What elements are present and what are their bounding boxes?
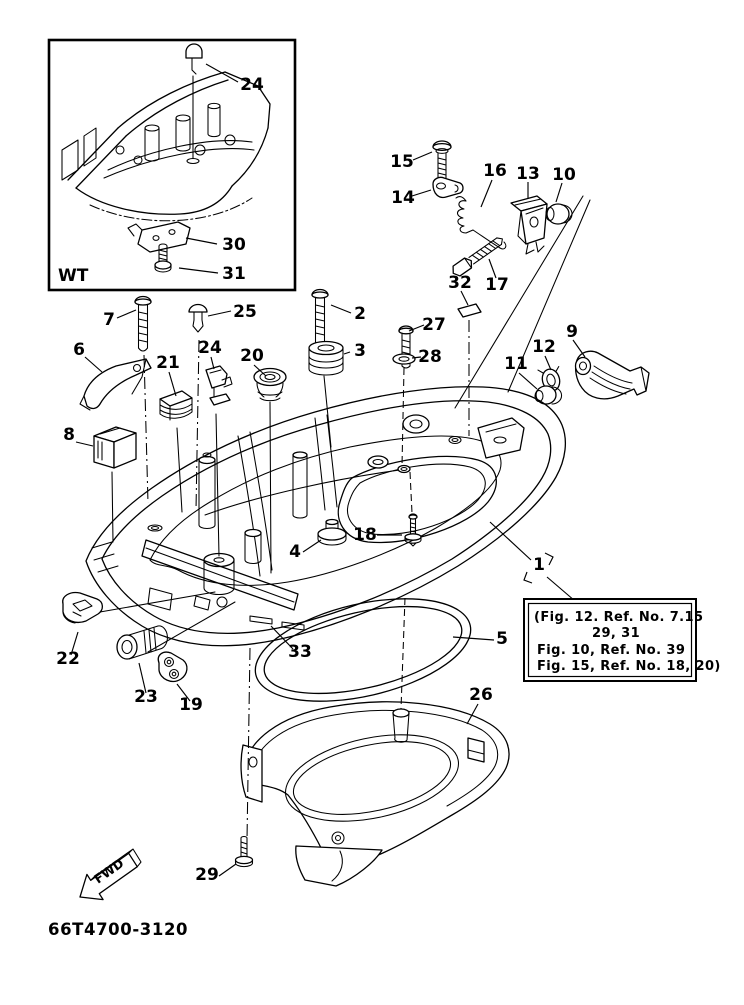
inset-sketch [61,71,271,222]
callout-23: 23 [134,687,158,707]
callout-8: 8 [63,425,75,445]
lever-9 [574,350,650,400]
seal-19 [157,651,188,683]
wt-label: WT [58,266,89,286]
bolt-2 [311,288,329,346]
label-tag-32 [457,303,482,318]
ref-box-line-1: (Fig. 12. Ref. No. 7.15 [534,610,703,625]
seal-rubber-5 [254,598,472,702]
callout-13: 13 [516,164,540,184]
pointer-line-assembly-2 [507,199,591,393]
wt-inset-box [47,38,297,292]
callout-32: 32 [448,273,472,293]
plate-14 [432,176,464,199]
reference-box: (Fig. 12. Ref. No. 7.15 29, 31 Fig. 10, … [523,598,721,682]
rivet-25 [188,303,208,333]
cap-22 [62,591,104,624]
bolt-17 [452,237,503,277]
callout-24: 24 [198,338,222,358]
fwd-arrow: FWD [79,848,142,901]
spring-16 [455,196,507,250]
callout-18: 18 [353,525,377,545]
ref-box-line-4: Fig. 15, Ref. No. 18, 20) [537,659,721,674]
screw-29 [234,836,254,868]
callout-1: 1 [533,555,545,575]
bracket-6 [79,358,152,411]
callout-19: 19 [179,695,203,715]
grommet-11 [534,385,563,405]
callout-17: 17 [485,275,509,295]
callout-10: 10 [552,165,576,185]
leader-lines [70,63,586,877]
lower-apron-26 [240,701,510,887]
damper-20 [253,367,287,402]
inset-bracket-30 [127,221,191,253]
callout-15: 15 [390,152,414,172]
callout-20: 20 [240,346,264,366]
callout-12: 12 [532,337,556,357]
callout-25: 25 [233,302,257,322]
grommet-10 [545,203,573,225]
callout-31: 31 [222,264,246,284]
callout-26: 26 [469,685,493,705]
washer-28 [392,353,416,365]
pointer-line-assembly [454,195,584,409]
bottom-cowling [85,386,567,647]
inset-screw-31 [154,243,172,273]
bolt-27 [398,325,414,369]
callout-11: 11 [504,354,528,374]
callout-33: 33 [288,642,312,662]
bushing-23 [116,625,168,660]
ref-box-line-2: 29, 31 [592,626,640,641]
guide-lines [99,320,470,841]
callout-labels: 24 30 31 15 14 16 13 10 17 32 7 25 2 27 … [56,75,578,885]
clip-24 [205,365,233,406]
callout-3: 3 [354,341,366,361]
drawing-code: 66T4700-3120 [48,920,188,939]
screw-18 [404,513,422,547]
plug-4 [317,518,347,546]
callout-2: 2 [354,304,366,324]
pad-21 [159,390,193,421]
screw-7 [134,295,152,352]
callout-28: 28 [418,347,442,367]
grommet-3 [308,340,344,376]
bracket-13 [510,195,548,255]
callout-5: 5 [496,629,508,649]
damper-block-8 [93,426,137,469]
callout-7: 7 [103,310,115,330]
callout-30: 30 [222,235,246,255]
callout-16: 16 [483,161,507,181]
callout-14: 14 [391,188,415,208]
callout-4: 4 [289,542,301,562]
callout-24-inset: 24 [240,75,264,95]
callout-22: 22 [56,649,80,669]
callout-29: 29 [195,865,219,885]
callout-6: 6 [73,340,85,360]
callout-27: 27 [422,315,446,335]
ref-box-line-3: Fig. 10, Ref. No. 39 [537,643,685,658]
callout-21: 21 [156,353,180,373]
inset-clip-24 [185,43,203,165]
callout-9: 9 [566,322,578,342]
